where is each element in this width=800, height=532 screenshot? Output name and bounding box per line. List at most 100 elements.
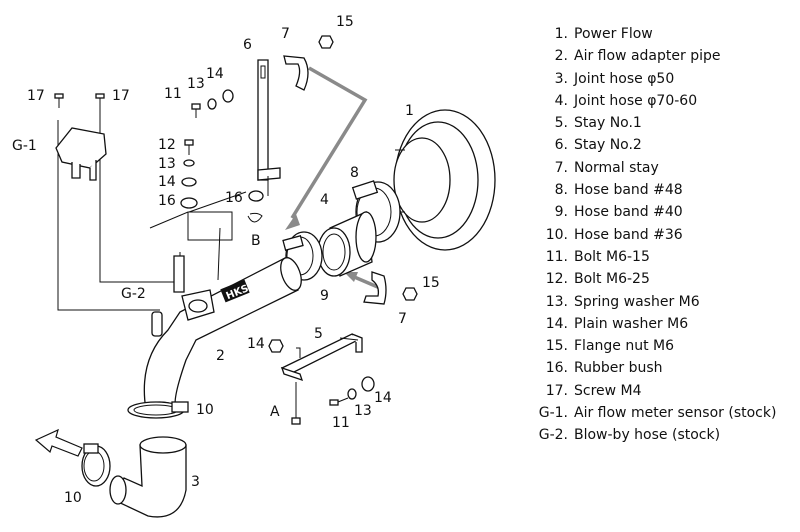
legend-item-number: 17. xyxy=(545,382,568,399)
legend-item-number: 9. xyxy=(554,204,568,221)
legend-item-number: 4. xyxy=(554,92,568,109)
legend-item-text: Normal stay xyxy=(574,159,659,176)
legend-item-number: 8. xyxy=(554,182,568,199)
legend-item-text: Power Flow xyxy=(574,26,653,42)
bolt-a xyxy=(291,382,301,425)
top-hardware-stack xyxy=(191,89,234,118)
legend-item: 15. Flange nut M6 xyxy=(520,335,776,357)
legend-item-number: 13. xyxy=(545,293,568,310)
blowby-hose xyxy=(173,255,185,293)
legend-item: 16. Rubber bush xyxy=(520,357,776,379)
legend-item-number: 7. xyxy=(554,159,568,176)
callout-sensor: G-1 xyxy=(12,138,37,154)
callout-joint-hose-70-60: 4 xyxy=(320,192,329,208)
legend-item: 4. Joint hose φ70-60 xyxy=(520,90,776,112)
legend-item: 12.Bolt M6-25 xyxy=(520,268,776,290)
callout-screw-left: 17 xyxy=(27,88,45,104)
legend-item: 1.Power Flow xyxy=(520,23,776,45)
gray-guide-arrow-right xyxy=(344,272,381,290)
legend-item-number: 16. xyxy=(545,360,568,377)
legend-item-text: Stay No.1 xyxy=(574,115,642,132)
legend-item-number: G-1. xyxy=(538,405,568,422)
callout-rubber-bush-b: 16 xyxy=(225,190,243,206)
legend-item: 9. Hose band #40 xyxy=(520,201,776,223)
legend-item-number: 5. xyxy=(554,115,568,132)
legend-item-text: Bolt M6-25 xyxy=(574,271,650,288)
joint-hose-50 xyxy=(109,436,187,518)
air-flow-meter-sensor xyxy=(55,127,107,181)
callout-spring-washer-bottom: 13 xyxy=(354,403,372,419)
callout-hose-band-40: 9 xyxy=(320,288,329,304)
callout-point-b: B xyxy=(251,233,261,249)
callout-normal-stay-right: 7 xyxy=(398,311,407,327)
callout-stay-no1: 5 xyxy=(314,326,323,342)
callout-power-flow: 1 xyxy=(405,103,414,119)
callout-plain-washer-bottom: 14 xyxy=(374,390,392,406)
legend-item-text: Hose band #40 xyxy=(574,204,683,221)
legend-item-text: Hose band #48 xyxy=(574,182,683,199)
legend-item-text: Rubber bush xyxy=(574,360,663,377)
legend-item: 2.Air flow adapter pipe xyxy=(520,45,776,67)
rubber-bush-b xyxy=(247,190,264,223)
legend-item-number: 15. xyxy=(545,338,568,355)
hose-band-36-bottom xyxy=(81,443,111,487)
callout-hose-band-36-mid: 10 xyxy=(196,402,214,418)
callout-normal-stay-top: 7 xyxy=(281,26,290,42)
screw-m4-left xyxy=(54,93,64,108)
callout-blowby-hose: G-2 xyxy=(121,286,146,302)
legend-item-number: 6. xyxy=(554,137,568,154)
callout-plain-washer-left: 14 xyxy=(247,336,265,352)
legend-item-text: Plain washer M6 xyxy=(574,315,689,332)
callout-bolt-m6-15-bottom: 11 xyxy=(332,415,350,431)
callout-flange-nut-right: 15 xyxy=(422,275,440,291)
stay-no2 xyxy=(257,59,281,196)
stay-no1 xyxy=(280,333,363,382)
legend-item-text: Air flow adapter pipe xyxy=(574,48,721,65)
legend-item-text: Flange nut M6 xyxy=(574,338,675,355)
left-hardware-stack xyxy=(180,139,247,213)
callout-labels: 1 2 3 4 5 6 7 7 8 9 10 10 11 11 12 13 13… xyxy=(12,14,440,506)
callout-hose-band-36-bottom: 10 xyxy=(64,490,82,506)
legend-item-text: Joint hose φ50 xyxy=(574,70,675,87)
callout-plain-washer-top: 14 xyxy=(206,66,224,82)
callout-flange-nut-top: 15 xyxy=(336,14,354,30)
callout-spring-washer-mid: 13 xyxy=(158,156,176,172)
normal-stay-right xyxy=(363,271,387,305)
legend-item-text: Joint hose φ70-60 xyxy=(574,92,698,109)
callout-joint-hose-50: 3 xyxy=(191,474,200,490)
legend-item-number: 14. xyxy=(545,315,568,332)
legend-item: 17. Screw M4 xyxy=(520,380,776,402)
gray-guide-arrow-top xyxy=(285,66,368,230)
legend-item: 11.Bolt M6-15 xyxy=(520,246,776,268)
callout-hose-band-48: 8 xyxy=(350,165,359,181)
power-flow-filter xyxy=(393,109,496,251)
callout-rubber-bush-left: 16 xyxy=(158,193,176,209)
legend-item: 5. Stay No.1 xyxy=(520,112,776,134)
legend-item: G-1. Air flow meter sensor (stock) xyxy=(520,402,777,424)
screw-m4-right xyxy=(95,93,105,108)
flange-nut-right xyxy=(402,287,418,301)
air-flow-adapter-pipe: HKS xyxy=(143,257,302,415)
callout-bolt-m6-15-top: 11 xyxy=(164,86,182,102)
legend-item: 6.Stay No.2 xyxy=(520,134,776,156)
legend-item: 14. Plain washer M6 xyxy=(520,313,776,335)
bottom-hardware-stack xyxy=(329,376,375,406)
legend-item-text: Screw M4 xyxy=(574,382,642,399)
legend-item-text: Hose band #36 xyxy=(574,226,683,243)
callout-plain-washer-mid: 14 xyxy=(158,174,176,190)
legend-item-number: G-2. xyxy=(538,427,568,444)
hose-band-36-mid xyxy=(127,401,189,419)
legend-item: 8. Hose band #48 xyxy=(520,179,776,201)
flange-nut-top xyxy=(318,35,334,49)
callout-bolt-m6-25: 12 xyxy=(158,137,176,153)
flange-nut-left xyxy=(268,339,284,353)
joint-hose-70-60 xyxy=(317,211,377,277)
legend-item: 10. Hose band #36 xyxy=(520,224,776,246)
legend-item: 13.Spring washer M6 xyxy=(520,291,776,313)
legend-item-text: Bolt M6-15 xyxy=(574,248,650,265)
legend-item-text: Air flow meter sensor (stock) xyxy=(574,405,777,422)
legend-item-number: 10. xyxy=(545,226,568,243)
callout-spring-washer-top: 13 xyxy=(187,76,205,92)
